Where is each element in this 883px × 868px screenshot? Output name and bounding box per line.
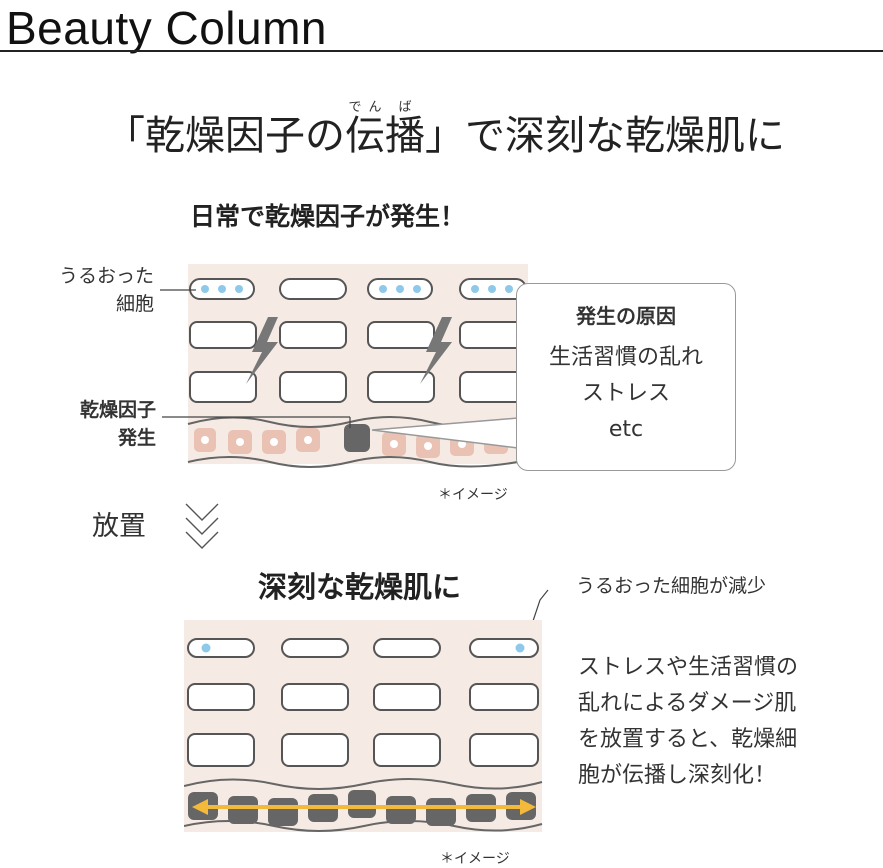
label-moist-cells: うるおった 細胞 — [58, 265, 154, 315]
moisture-dot — [201, 285, 209, 293]
headline-post: 」で深刻な乾燥肌に — [425, 113, 785, 159]
moisture-dot — [201, 643, 211, 653]
headline-ruby-ba: 播ば — [385, 100, 425, 159]
cell-row-lower — [187, 733, 539, 767]
cell-row-top — [187, 638, 539, 658]
image-note-2: ＊イメージ — [440, 851, 510, 867]
label-reduced-cells: うるおった細胞が減少 — [576, 575, 767, 597]
cell-row-middle — [187, 683, 539, 711]
image-note-1: ＊イメージ — [438, 487, 508, 503]
panel1-title: 日常で乾燥因子が発生！ — [190, 202, 466, 231]
headline: 「乾燥因子の伝でん播ば」で深刻な乾燥肌に — [60, 100, 830, 161]
column-title: Beauty Column — [6, 2, 327, 54]
headline-pre: 「乾燥因子の — [105, 113, 345, 159]
cell — [279, 278, 347, 300]
lightning-icon — [420, 317, 452, 384]
lightning-icon — [246, 317, 278, 384]
moisture-dot — [235, 285, 243, 293]
header-divider — [0, 50, 883, 52]
callout-tail — [371, 417, 519, 449]
moisture-dot — [379, 285, 387, 293]
panel2-description: ストレスや生活習慣の 乱れによるダメージ肌 を放置すると、乾燥細 胞が伝播し深刻… — [578, 655, 799, 788]
membrane-line — [187, 456, 529, 468]
cell-row-lower — [189, 371, 527, 403]
moisture-dot — [488, 285, 496, 293]
cell-row-top — [189, 278, 527, 300]
headline-ruby-den: 伝でん — [345, 100, 385, 159]
cause-line: 生活習慣の乱れ — [548, 345, 703, 370]
cause-line: ストレス — [581, 381, 670, 406]
moisture-dot — [471, 285, 479, 293]
cause-title: 発生の原因 — [576, 304, 676, 328]
cause-line: etc — [608, 417, 644, 442]
moisture-dot — [515, 643, 525, 653]
cause-callout: 発生の原因 生活習慣の乱れ ストレス etc — [516, 283, 736, 471]
dry-factor-cell — [344, 424, 370, 452]
moisture-dot — [218, 285, 226, 293]
transition-label: 放置 — [92, 511, 146, 542]
moisture-dot — [413, 285, 421, 293]
skin-illustration-2 — [184, 620, 543, 832]
panel2-title: 深刻な乾燥肌に — [258, 570, 462, 604]
double-arrow-icon — [192, 799, 536, 815]
moisture-dot — [505, 285, 513, 293]
membrane-line — [184, 778, 543, 790]
chevron-down-icon — [185, 503, 219, 549]
label-dry-factor: 乾燥因子 発生 — [79, 399, 156, 449]
cell-row-middle — [189, 321, 527, 349]
moisture-dot — [396, 285, 404, 293]
